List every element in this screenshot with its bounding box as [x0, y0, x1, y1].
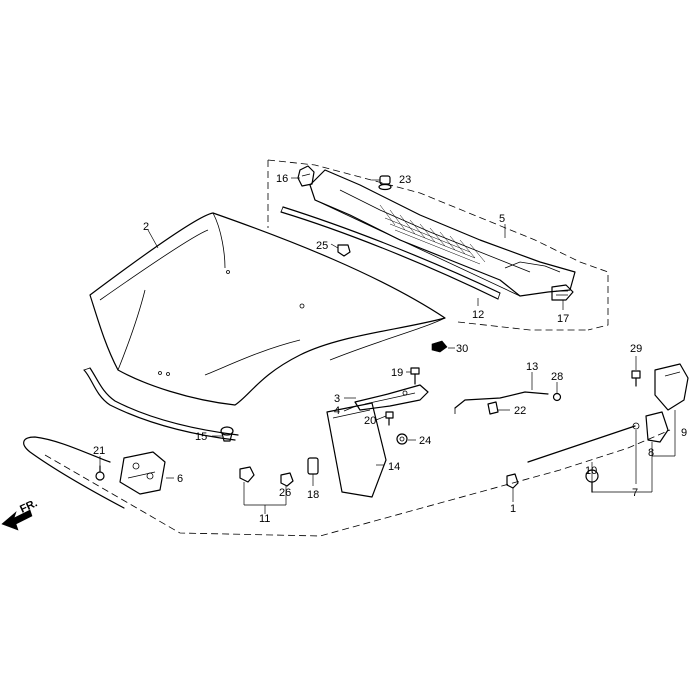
callout-4: 4 — [334, 405, 340, 417]
clip-16[interactable] — [297, 165, 315, 187]
callout-1: 1 — [510, 503, 516, 515]
cowl-seal-strip[interactable] — [280, 206, 501, 300]
release-cable[interactable] — [23, 436, 125, 509]
rod-holder-22[interactable] — [487, 401, 499, 415]
hood-latch[interactable] — [119, 451, 166, 495]
fastener-18[interactable] — [307, 457, 319, 475]
bolt-20[interactable] — [385, 411, 394, 426]
callout-5: 5 — [499, 213, 505, 225]
rubber-cushion-30[interactable] — [431, 340, 448, 353]
callout-28: 28 — [551, 371, 563, 383]
hood-support-rod[interactable] — [454, 391, 549, 414]
clip-1[interactable] — [506, 473, 519, 489]
bolt-19[interactable] — [410, 367, 420, 385]
bracket-8[interactable] — [645, 411, 669, 443]
hood-front-seal[interactable] — [83, 367, 239, 441]
clip-25[interactable] — [337, 244, 351, 257]
clip-28[interactable] — [552, 392, 562, 402]
hood-hinge[interactable] — [354, 384, 429, 411]
callout-17: 17 — [557, 313, 569, 325]
callout-29: 29 — [630, 343, 642, 355]
callout-11: 11 — [259, 513, 270, 525]
callout-25: 25 — [316, 240, 328, 252]
callout-14: 14 — [388, 461, 400, 473]
hood-panel[interactable] — [89, 212, 446, 406]
callout-22: 22 — [514, 405, 526, 417]
callout-21: 21 — [93, 445, 105, 457]
callout-30: 30 — [456, 343, 468, 355]
callout-13: 13 — [526, 361, 538, 373]
callout-23: 23 — [399, 174, 411, 186]
clip-26[interactable] — [280, 472, 294, 487]
callout-labels: 2 5 16 23 25 12 17 30 13 19 3 4 20 24 14… — [93, 173, 687, 525]
nut-24[interactable] — [396, 433, 408, 445]
callout-24: 24 — [419, 435, 431, 447]
front-direction-label: FR. — [18, 497, 39, 515]
callout-16: 16 — [276, 173, 288, 185]
callout-7: 7 — [632, 487, 638, 499]
lever-9[interactable] — [654, 363, 689, 411]
callout-6: 6 — [177, 473, 183, 485]
bolt-21[interactable] — [95, 465, 105, 481]
assembly-boundary-lines — [44, 159, 671, 537]
callout-20: 20 — [364, 415, 376, 427]
bolt-29[interactable] — [631, 370, 641, 387]
callout-8: 8 — [648, 447, 654, 459]
front-direction-arrow-icon — [1, 509, 33, 531]
callout-19: 19 — [391, 367, 403, 379]
callout-15: 15 — [195, 431, 207, 443]
opener-cable-7[interactable] — [527, 422, 640, 463]
cowl-top-panel[interactable] — [309, 169, 576, 297]
callout-2: 2 — [143, 221, 149, 233]
callout-9: 9 — [681, 427, 687, 439]
callout-26: 26 — [279, 487, 291, 499]
hood-insulator[interactable] — [326, 402, 387, 498]
callout-12: 12 — [472, 309, 484, 321]
callout-10: 10 — [585, 465, 597, 477]
leader-lines — [99, 177, 676, 514]
clip-11[interactable] — [239, 466, 255, 483]
callout-3: 3 — [334, 393, 340, 405]
fastener-15[interactable] — [220, 426, 234, 442]
clip-17[interactable] — [551, 284, 574, 301]
callout-18: 18 — [307, 489, 319, 501]
